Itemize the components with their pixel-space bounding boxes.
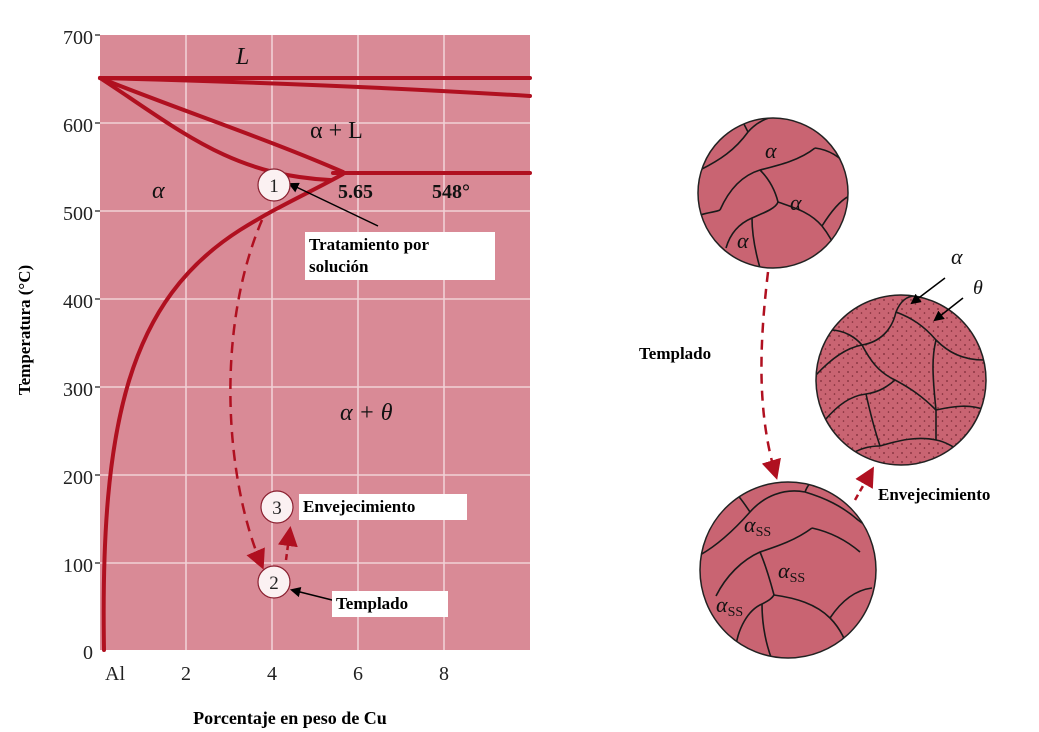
x-axis-title: Porcentaje en peso de Cu [193,708,387,728]
micro-label-ass-3: α [716,592,728,617]
micro-label-theta: θ [973,277,983,299]
micro-label-alpha-3: α [737,228,749,253]
y-tick-label: 0 [83,642,93,664]
micro-label-alpha-1: α [765,138,777,163]
step-1-marker: 1 [258,169,290,201]
x-tick-label: 2 [181,663,191,685]
y-tick-label: 100 [63,555,93,577]
x-tick-label: 8 [439,663,449,685]
y-tick-label: 400 [63,291,93,313]
quench-label-micro: Templado [635,341,745,367]
quench-transition-arrow [761,272,776,476]
phase-label-alpha-liquid: α + L [310,118,363,144]
aging-transition-arrow [855,470,872,500]
y-tick-label: 500 [63,203,93,225]
x-tick-label: 4 [267,663,277,685]
micro-label-ass-2: α [778,558,790,583]
micro-label-alpha-2: α [790,190,802,215]
y-axis-title: Temperatura (°C) [15,265,34,395]
phase-label-liquid: L [235,44,249,70]
eutectic-temperature-label: 548° [432,181,470,203]
x-axis-ticks: Al 2 4 6 8 [105,663,449,685]
step-3-number: 3 [272,498,282,519]
y-tick-label: 200 [63,467,93,489]
y-tick-label: 300 [63,379,93,401]
micro-label-ss-3: SS [728,605,744,620]
aging-label-diagram: Envejecimiento [299,494,467,520]
microstructure-alpha-solution: α α α [698,105,852,268]
micro-label-ss-1: SS [756,525,772,540]
y-tick-label: 600 [63,115,93,137]
solution-treatment-label: Tratamiento por solución [305,232,495,280]
micro-label-ass-1: α [744,512,756,537]
phase-label-alpha-theta: α + θ [340,400,393,426]
x-tick-label: Al [105,663,125,685]
micro-label-ss-2: SS [790,571,806,586]
step-2-marker: 2 [258,566,290,598]
y-axis-ticks: 700 600 500 400 300 200 100 0 [63,27,93,664]
y-tick-label: 700 [63,27,93,49]
quench-label-diagram: Templado [332,591,448,617]
x-tick-label: 6 [353,663,363,685]
phase-label-alpha: α [152,178,165,204]
step-1-number: 1 [269,176,279,197]
microstructure-aged-precipitates: α θ [816,244,986,465]
microstructure-supersaturated: αSS αSS αSS [700,478,880,660]
aging-label-micro: Envejecimiento [874,482,1039,508]
micro-label-alpha-top: α [951,244,963,269]
step-2-number: 2 [269,573,279,594]
step-3-marker: 3 [261,491,293,523]
eutectic-composition-label: 5.65 [338,181,373,203]
